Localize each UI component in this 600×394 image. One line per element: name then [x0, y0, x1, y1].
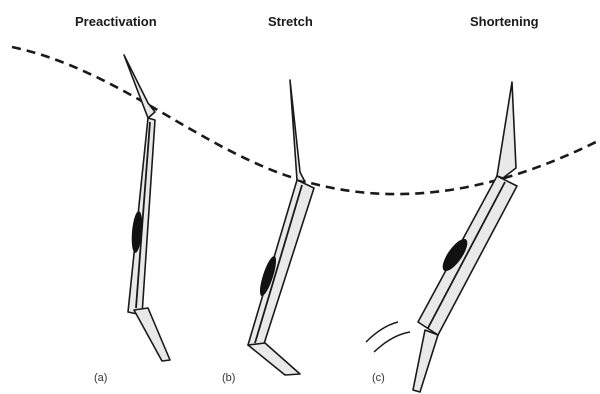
- tendon-line: [428, 182, 505, 328]
- title-preactivation: Preactivation: [75, 14, 157, 29]
- panel-label-b: (b): [222, 372, 235, 384]
- tendon-line: [255, 185, 302, 343]
- panel-label-c: (c): [372, 372, 385, 384]
- thigh-segment: [497, 82, 516, 178]
- foot-segment: [413, 330, 438, 392]
- leg-stretch: [248, 80, 314, 375]
- leg-preactivation: [124, 55, 170, 361]
- thigh-segment: [290, 80, 305, 182]
- title-shortening: Shortening: [470, 14, 539, 29]
- shank-segment: [248, 180, 314, 350]
- title-stretch: Stretch: [268, 14, 313, 29]
- panel-label-a: (a): [94, 372, 107, 384]
- thigh-segment: [124, 55, 155, 118]
- foot-segment: [248, 343, 300, 375]
- shank-segment: [418, 176, 517, 335]
- motion-arc: [366, 322, 398, 342]
- foot-segment: [134, 308, 170, 361]
- leg-shortening: [413, 82, 517, 392]
- motion-arc: [374, 332, 410, 352]
